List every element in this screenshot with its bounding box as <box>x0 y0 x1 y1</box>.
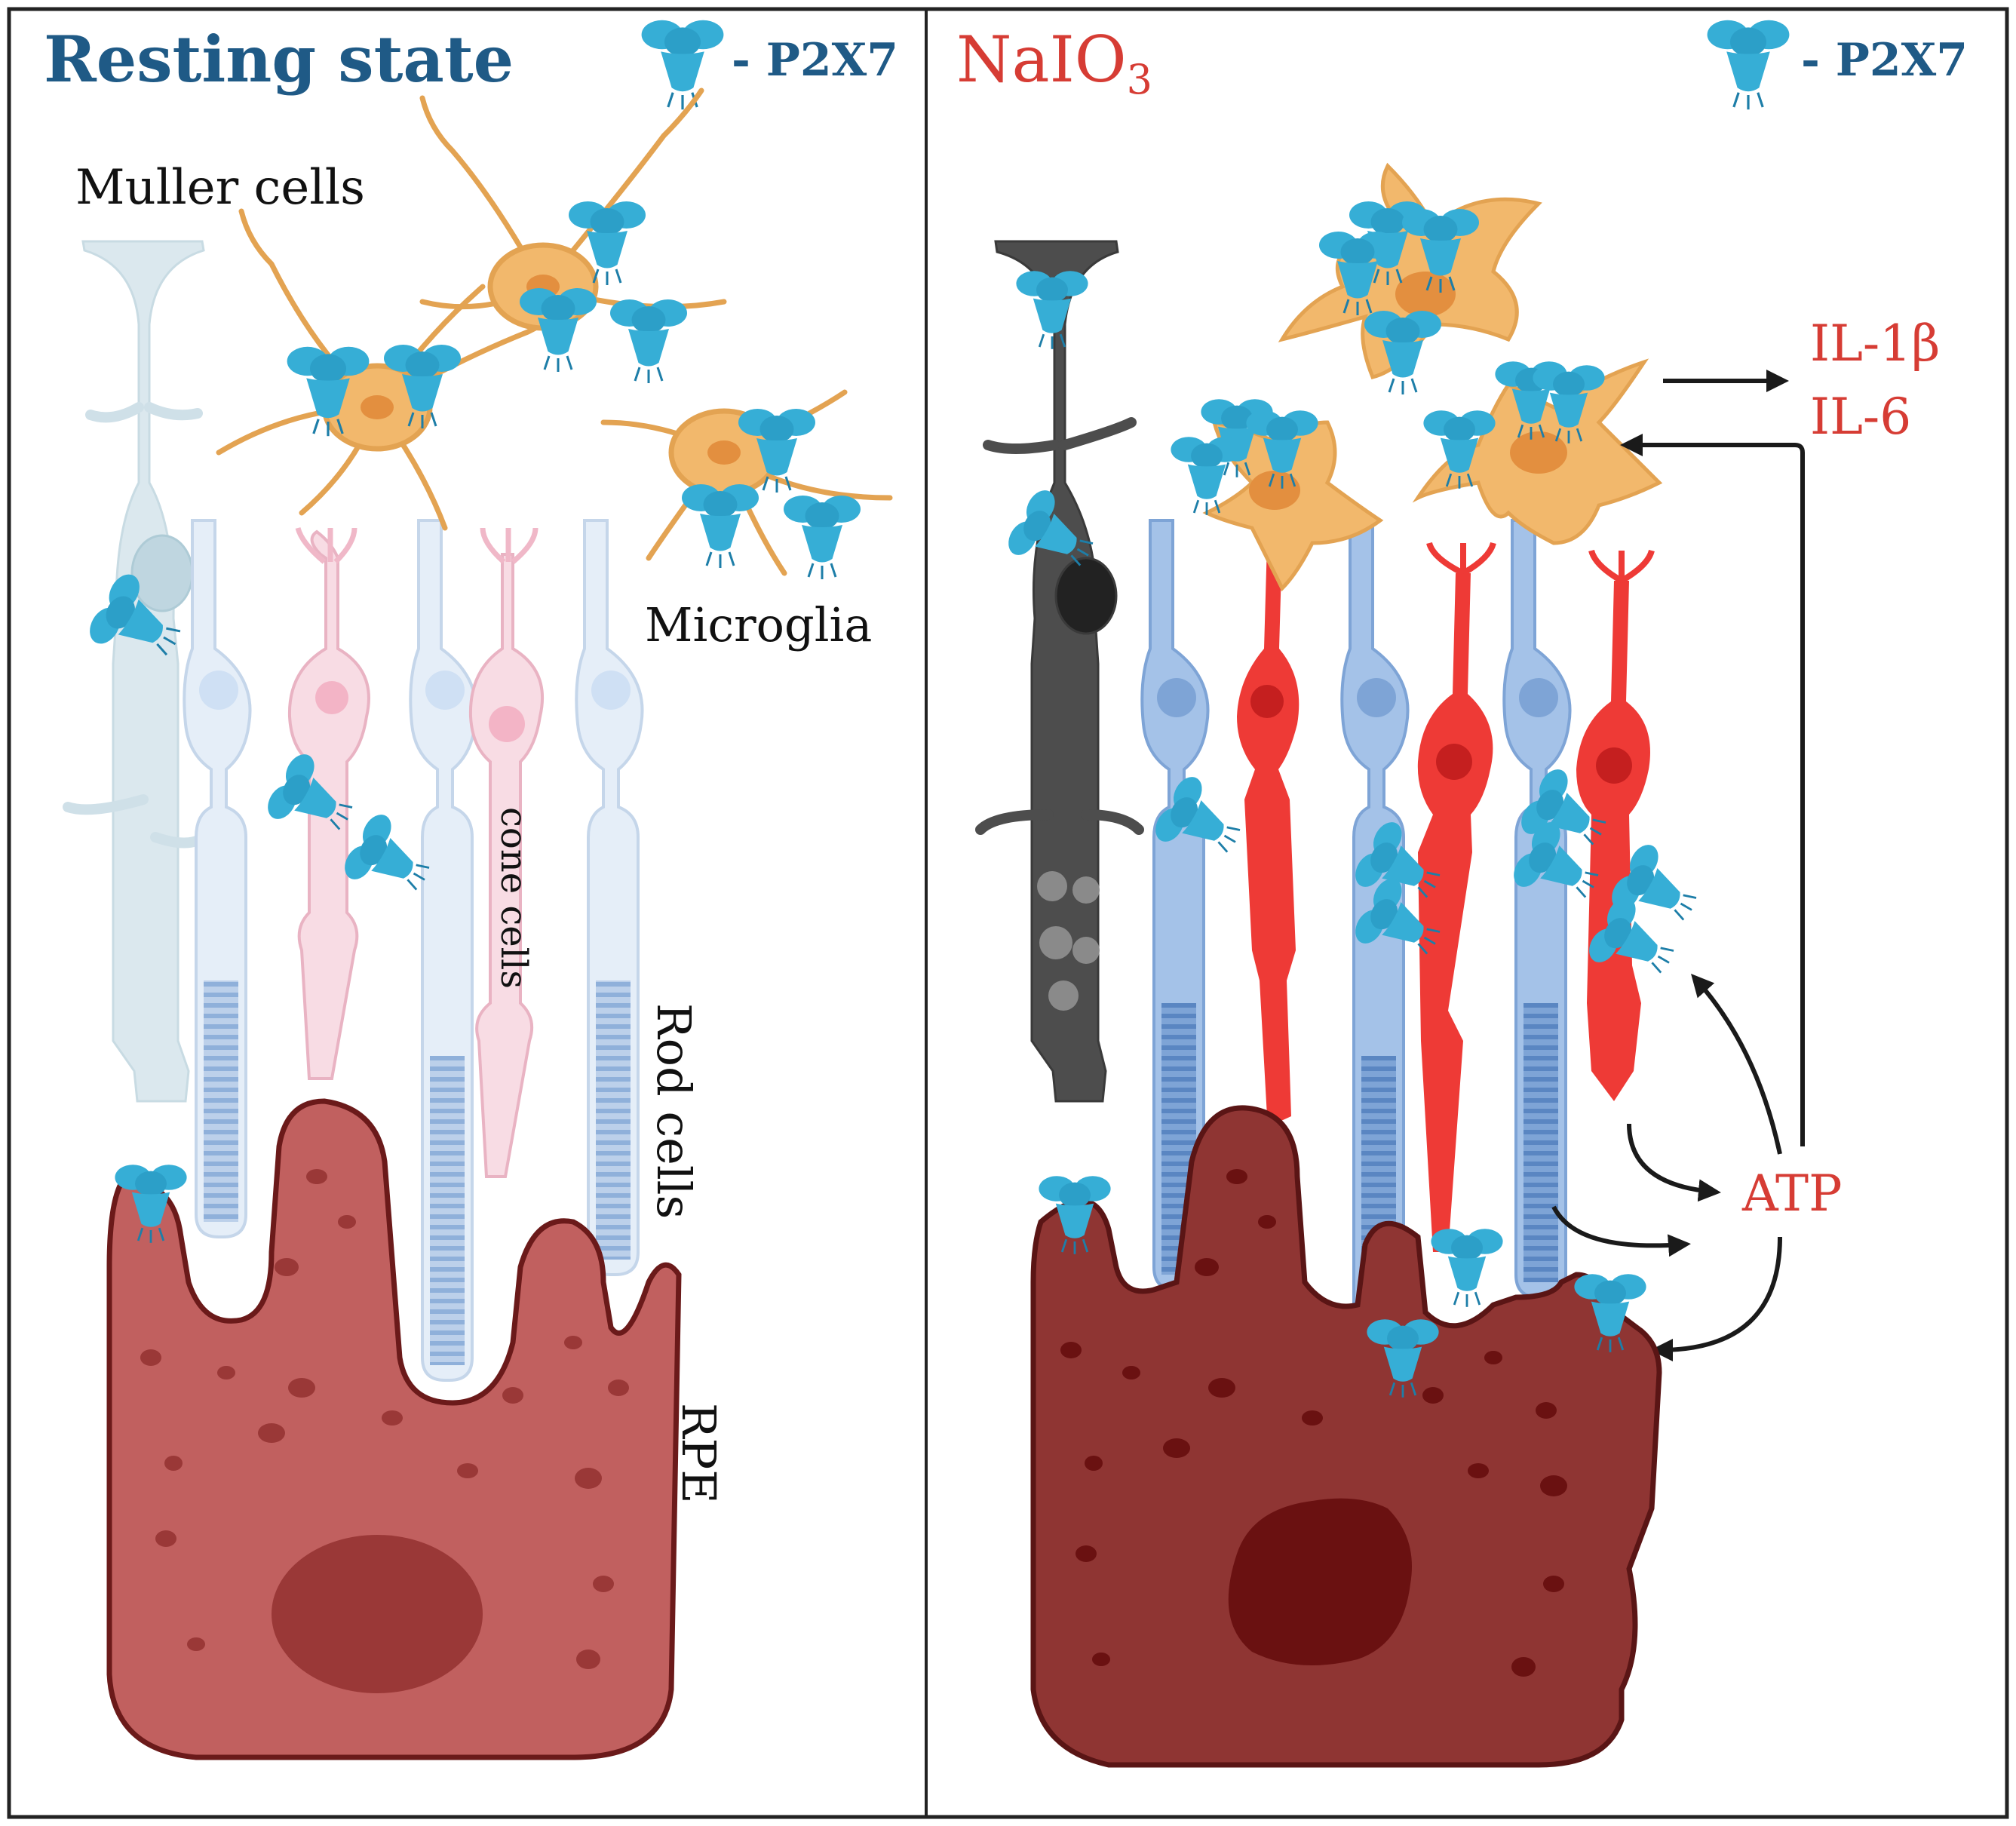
cone-cell-damaged-3 <box>1576 549 1655 1101</box>
left-title: Resting state <box>44 22 514 97</box>
rod-cell-2 <box>409 519 478 1382</box>
p2x7-receptor-icon <box>609 298 689 385</box>
atp-label: ATP <box>1741 1165 1842 1223</box>
right-title-main: NaIO <box>956 23 1127 97</box>
left-legend-text: - P2X7 <box>732 34 898 87</box>
il-6-label: IL-6 <box>1810 388 1911 446</box>
p2x7-receptor-icon <box>680 483 760 569</box>
muller-cells-label: Muller cells <box>75 160 365 216</box>
figure-frame <box>7 7 2009 1819</box>
cone-cell-2 <box>468 527 544 1178</box>
right-legend-text: - P2X7 <box>1801 34 1968 87</box>
cone-cells-label: cone cells <box>492 807 535 989</box>
p2x7-legend-icon-right <box>1706 19 1790 111</box>
muller-cell-resting <box>63 240 209 1103</box>
rod-cells-label: Rod cells <box>646 1003 701 1219</box>
rod-cell-damaged-3 <box>1502 519 1572 1299</box>
right-panel: NaIO3 - P2X7 <box>956 19 1968 1768</box>
rpe-label: RPE <box>671 1403 726 1504</box>
p2x7-receptor-icon <box>1015 269 1089 351</box>
right-title: NaIO3 <box>956 23 1152 103</box>
left-panel: Resting state - P2X7 Muller cells <box>44 19 898 1760</box>
atp-release-arrow-2 <box>1551 1205 1691 1257</box>
cone-cell-damaged-2 <box>1417 542 1496 1252</box>
atp-release-arrow-1 <box>1627 1123 1721 1202</box>
p2x7-receptor-icon <box>1430 1227 1504 1309</box>
muller-cell-damaged <box>975 240 1144 1103</box>
atp-to-receptor-arrow-down <box>1650 1236 1782 1361</box>
p2x7-legend-icon-left <box>640 19 726 111</box>
cone-cell-damaged-1 <box>1237 512 1300 1124</box>
signaling-arrows <box>1551 370 1805 1361</box>
rpe-resting <box>106 1098 682 1760</box>
atp-to-receptor-arrow-up <box>1691 974 1782 1155</box>
rod-cell-3 <box>575 519 644 1276</box>
microglia-label: Microglia <box>645 597 872 652</box>
il-1b-label: IL-1β <box>1810 315 1940 373</box>
feedback-arrow <box>1620 434 1805 1146</box>
rod-cell-damaged-2 <box>1340 519 1410 1367</box>
rod-cell-1 <box>183 519 252 1238</box>
right-title-subscript: 3 <box>1127 56 1152 103</box>
p2x7-receptor-icon <box>782 494 862 581</box>
rpe-damaged <box>1030 1105 1662 1768</box>
